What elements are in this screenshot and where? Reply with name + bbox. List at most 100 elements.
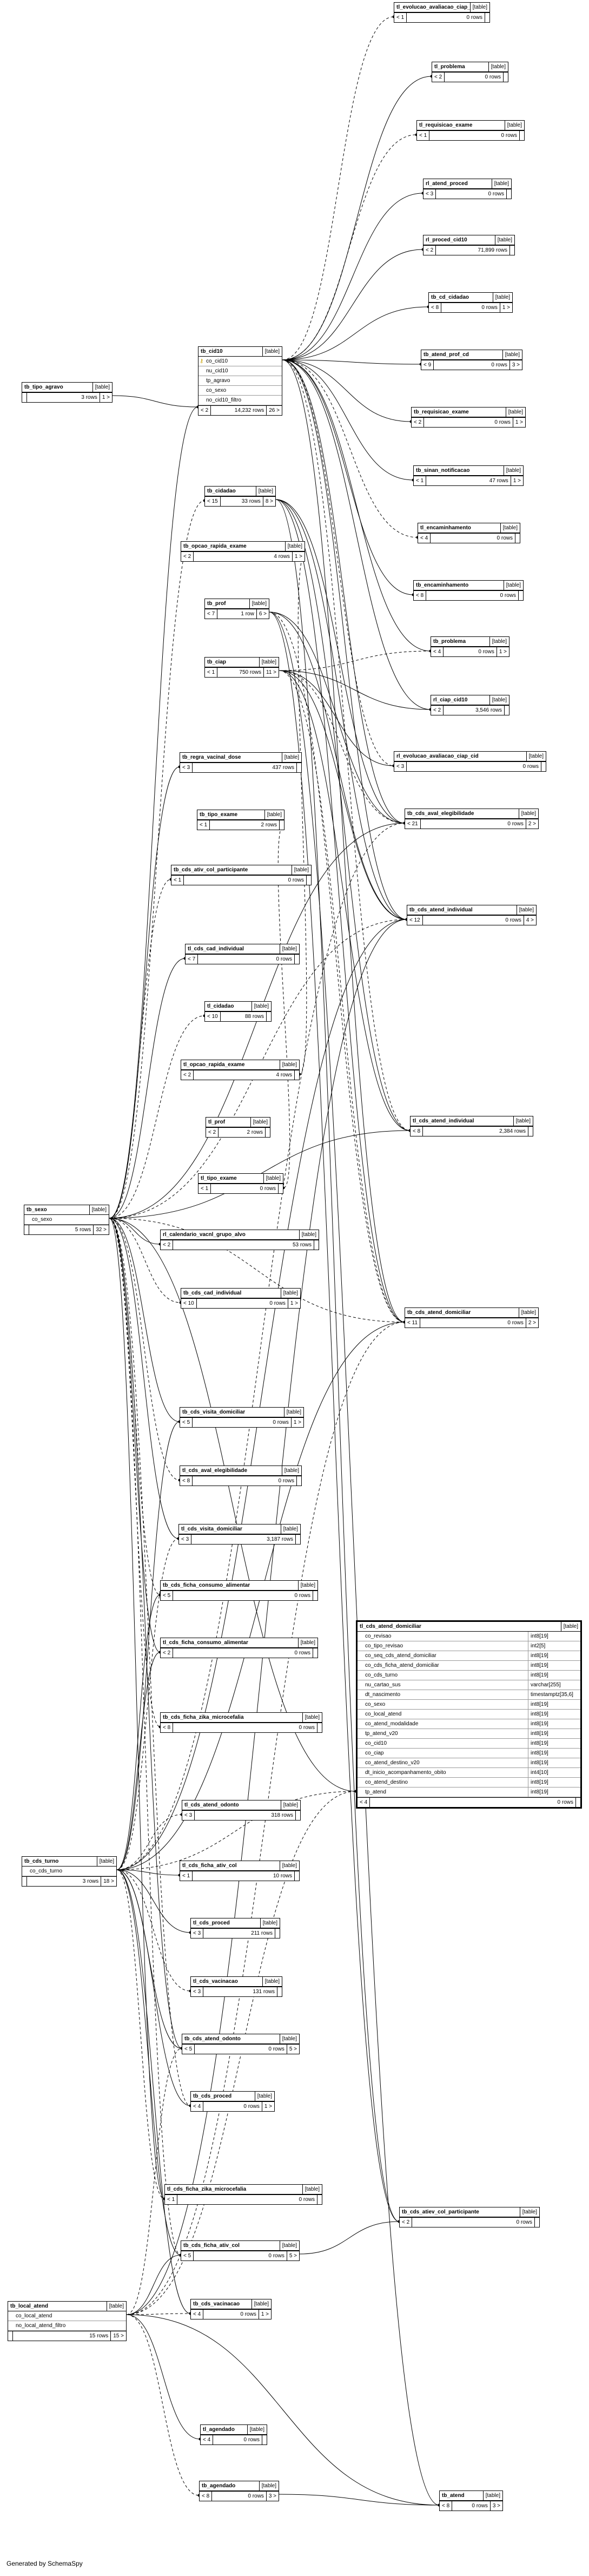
table-name[interactable]: tb_cds_atend_individual — [409, 907, 473, 913]
parents-count[interactable]: < 4 — [201, 2435, 214, 2444]
parents-count[interactable]: < 4 — [191, 2102, 204, 2111]
parents-count[interactable]: < 11 — [405, 1318, 420, 1328]
table-name[interactable]: tl_cidadao — [207, 1003, 234, 1009]
table-name[interactable]: tb_cds_aval_elegibilidade — [407, 811, 474, 817]
parents-count[interactable]: < 7 — [186, 955, 198, 964]
children-count[interactable] — [519, 591, 523, 600]
children-count[interactable] — [313, 1648, 317, 1658]
parents-count[interactable]: < 5 — [161, 1591, 174, 1600]
parents-count[interactable]: < 3 — [394, 762, 407, 771]
table-name[interactable]: tb_cds_atend_odonto — [184, 2036, 241, 2042]
table-name[interactable]: tb_cds_ficha_consumo_alimentar — [163, 1582, 250, 1588]
children-count[interactable]: 1 > — [264, 2104, 272, 2110]
table-name[interactable]: tl_prof — [208, 1119, 226, 1125]
table-name[interactable]: tl_cds_visita_domiciliar — [181, 1526, 242, 1532]
parents-count[interactable] — [8, 2331, 13, 2341]
parents-count[interactable]: < 3 — [179, 1535, 192, 1544]
table-name[interactable]: tb_local_atend — [10, 2303, 49, 2309]
parents-count[interactable]: < 2 — [181, 552, 194, 561]
table-node-t1[interactable]: tl_evolucao_avaliacao_ciap_cid[table]< 1… — [394, 2, 490, 23]
children-count[interactable] — [297, 1476, 301, 1486]
parents-count[interactable]: < 2 — [161, 1240, 174, 1250]
children-count[interactable]: 1 > — [102, 395, 110, 400]
table-name[interactable]: rl_proced_cid10 — [426, 237, 467, 243]
parents-count[interactable]: < 15 — [205, 497, 221, 506]
children-count[interactable]: 18 > — [103, 1878, 114, 1884]
children-count[interactable] — [277, 1987, 282, 1996]
children-count[interactable]: 5 > — [289, 2253, 297, 2259]
children-count[interactable] — [507, 189, 511, 199]
children-count[interactable] — [541, 762, 546, 771]
parents-count[interactable]: < 8 — [429, 303, 442, 312]
parents-count[interactable]: < 8 — [200, 2492, 213, 2501]
table-name[interactable]: tb_atend — [442, 2493, 465, 2499]
table-column[interactable]: nu_cid10 — [198, 366, 282, 376]
table-name[interactable]: tb_prof — [207, 601, 226, 607]
children-count[interactable]: 1 > — [290, 1300, 298, 1306]
children-count[interactable]: 1 > — [502, 305, 510, 311]
table-name[interactable]: tb_cds_cad_individual — [183, 1290, 242, 1296]
table-name[interactable]: tb_sinan_notificacao — [416, 468, 470, 474]
parents-count[interactable]: < 1 — [205, 668, 218, 677]
parents-count[interactable]: < 1 — [165, 2195, 178, 2204]
table-name[interactable]: tb_cds_vacinacao — [193, 2301, 240, 2307]
parents-count[interactable]: < 2 — [198, 406, 211, 415]
table-name[interactable]: tb_tipo_exame — [200, 812, 238, 818]
table-name[interactable]: tb_cds_atiev_col_participante — [402, 2209, 479, 2215]
children-count[interactable] — [317, 1723, 322, 1732]
parents-count[interactable]: < 1 — [414, 476, 427, 485]
children-count[interactable] — [535, 2218, 539, 2227]
children-count[interactable] — [307, 876, 311, 885]
children-count[interactable] — [295, 955, 299, 964]
parents-count[interactable]: < 8 — [161, 1723, 174, 1732]
parents-count[interactable]: < 4 — [358, 1798, 370, 1807]
parents-count[interactable]: < 3 — [423, 189, 436, 199]
children-count[interactable] — [295, 1070, 299, 1080]
table-column[interactable]: co_sexo — [198, 386, 282, 396]
table-node-c21[interactable]: tb_cds_ficha_zika_microcefalia[table]< 8… — [160, 1712, 322, 1733]
table-name[interactable]: tl_evolucao_avaliacao_ciap_cid — [396, 4, 470, 10]
children-count[interactable] — [313, 1591, 317, 1600]
table-name[interactable]: tl_cds_aval_elegibilidade — [182, 1468, 248, 1474]
table-name[interactable]: tl_requisicao_exame — [419, 122, 473, 128]
children-count[interactable]: 4 > — [526, 917, 534, 923]
children-count[interactable] — [280, 820, 284, 830]
table-name[interactable]: tl_cds_ficha_ativ_col — [182, 1863, 237, 1869]
table-name[interactable]: tb_opcao_rapida_exame — [183, 543, 247, 549]
parents-count[interactable]: < 4 — [191, 2310, 204, 2319]
children-count[interactable] — [275, 1929, 280, 1938]
children-count[interactable]: 1 > — [294, 554, 302, 560]
children-count[interactable]: 1 > — [515, 419, 523, 425]
children-count[interactable] — [528, 1127, 533, 1136]
children-count[interactable] — [296, 1811, 300, 1820]
table-name[interactable]: rl_atend_proced — [426, 181, 468, 187]
parents-count[interactable]: < 9 — [421, 360, 434, 370]
table-column[interactable]: co_sexo — [24, 1215, 109, 1225]
